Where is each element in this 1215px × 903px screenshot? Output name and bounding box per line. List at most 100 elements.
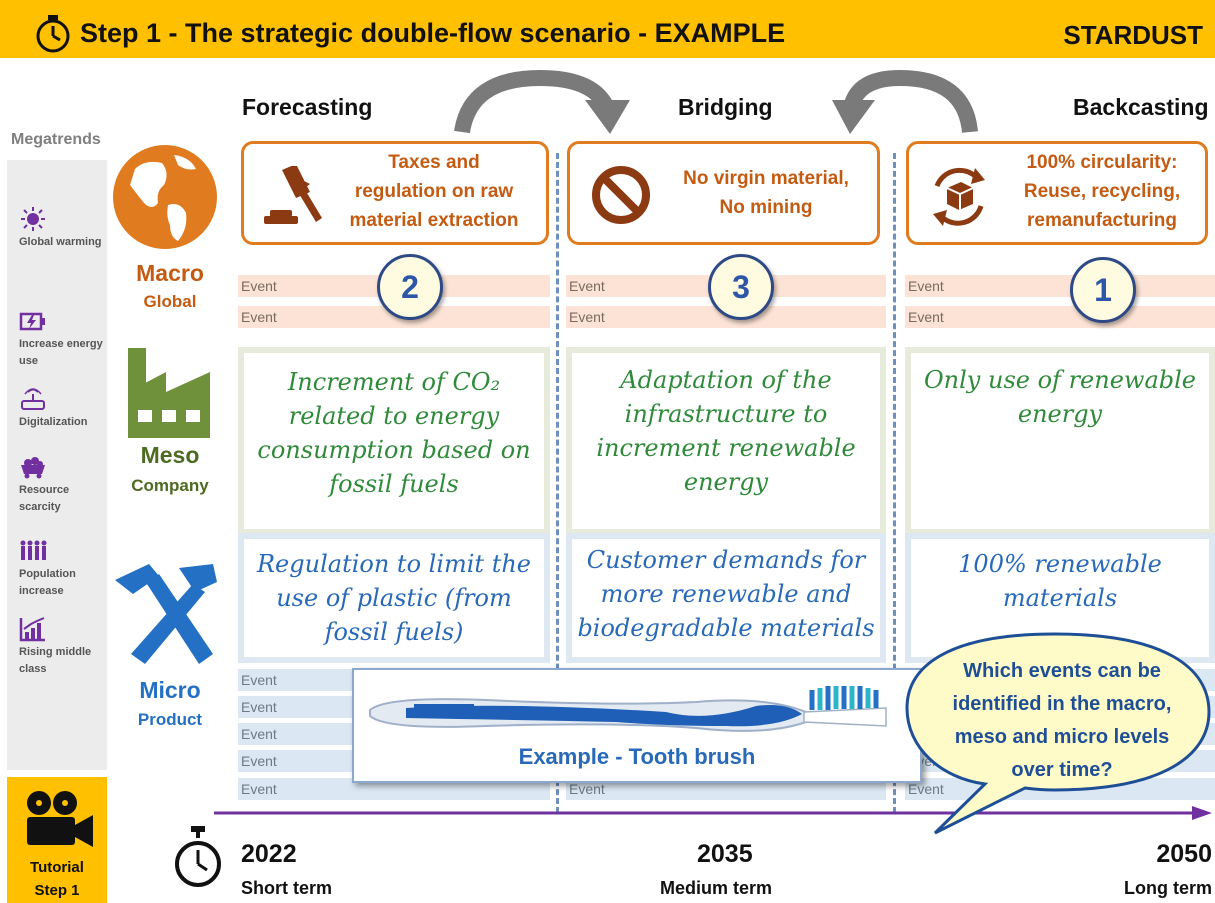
note-line: consumption based on	[257, 436, 531, 464]
scenario-box-bridging: No virgin material, No mining	[567, 141, 880, 245]
note-line: materials	[1002, 584, 1118, 612]
note-line: use of plastic (from	[276, 584, 512, 612]
column-divider	[556, 153, 559, 813]
stopwatch-icon	[175, 826, 221, 887]
megatrend-label: Digitalization	[19, 416, 88, 428]
timeline-term-end: Long term	[1124, 878, 1212, 898]
level-name-meso: Meso	[140, 442, 200, 468]
scenario-text-line: 100% circularity:	[1026, 152, 1178, 173]
speech-bubble	[905, 632, 1211, 835]
scenario-text-line: remanufacturing	[1027, 210, 1177, 231]
column-heading-bridging: Bridging	[678, 94, 773, 120]
example-card: Example - Tooth brush	[352, 668, 922, 783]
megatrend-item: Population increase	[19, 538, 111, 600]
note-line: Only use of renewable	[924, 366, 1196, 394]
megatrend-label: Increase energy use	[19, 338, 103, 367]
megatrends-title: Megatrends	[11, 131, 101, 148]
gavel-icon	[264, 166, 322, 224]
note-line: Adaptation of the	[620, 366, 832, 394]
example-caption: Example - Tooth brush	[518, 744, 756, 769]
scenario-text-line: Reuse, recycling,	[1023, 181, 1181, 202]
curved-arrow-backcast-to-bridge-icon	[832, 70, 978, 134]
level-name-macro: Macro	[136, 260, 204, 286]
bubble-question: Which events can be identified in the ma…	[922, 655, 1202, 787]
scenario-text-line: No mining	[719, 197, 813, 218]
people-icon	[20, 540, 47, 560]
timeline-year-mid: 2035	[697, 840, 753, 868]
prohibited-icon	[592, 166, 650, 224]
note-line: Increment of CO₂	[287, 368, 501, 396]
curved-arrow-forecast-to-bridge-icon	[454, 70, 630, 134]
meso-note-forecasting[interactable]: Increment of CO₂ related to energy consu…	[238, 347, 550, 535]
note-line: more renewable and	[600, 580, 852, 608]
note-line: fossil fuels	[329, 470, 459, 498]
meso-note-backcasting[interactable]: Only use of renewable energy	[905, 347, 1215, 535]
event-row[interactable]: Event	[566, 778, 886, 800]
note-line: increment renewable	[596, 434, 856, 462]
megatrend-label: Population increase	[19, 568, 76, 597]
tutorial-label-line2: Step 1	[34, 882, 80, 899]
note-line: related to energy	[288, 402, 500, 430]
micro-note-forecasting[interactable]: Regulation to limit the use of plastic (…	[238, 533, 550, 663]
stopwatch-icon	[36, 15, 70, 53]
bubble-line: over time?	[1011, 759, 1113, 781]
scenario-box-backcasting: 100% circularity: Reuse, recycling, rema…	[906, 141, 1208, 245]
level-sub-meso: Company	[131, 476, 209, 495]
note-line: energy	[1017, 400, 1103, 428]
event-row[interactable]: Event	[238, 778, 550, 800]
level-sub-macro: Global	[143, 292, 197, 311]
bubble-line: identified in the macro,	[952, 693, 1172, 715]
step-number-badge: 2	[377, 254, 443, 320]
note-line: Regulation to limit the	[256, 550, 532, 578]
timeline-term-mid: Medium term	[660, 878, 773, 898]
timeline-term-start: Short term	[241, 878, 333, 898]
megatrend-label: Rising middle class	[19, 646, 92, 675]
recycle-box-icon	[933, 167, 985, 226]
bubble-line: Which events can be	[963, 660, 1161, 682]
note-line: fossil fuels)	[324, 618, 464, 646]
micro-note-bridging[interactable]: Customer demands for more renewable and …	[566, 533, 886, 663]
note-line: energy	[683, 468, 769, 496]
step-number-badge: 3	[708, 254, 774, 320]
meso-note-bridging[interactable]: Adaptation of the infrastructure to incr…	[566, 347, 886, 535]
timeline-year-end: 2050	[1156, 840, 1212, 868]
globe-icon	[113, 145, 217, 249]
column-heading-forecasting: Forecasting	[242, 94, 373, 120]
megatrend-label: Global warming	[19, 236, 102, 248]
event-row[interactable]: Event	[238, 306, 550, 328]
level-name-micro: Micro	[139, 677, 201, 703]
router-icon	[21, 388, 45, 410]
megatrend-item: Increase energy use	[19, 308, 111, 370]
scenario-text-line: No virgin material,	[683, 168, 849, 189]
page-title: Step 1 - The strategic double-flow scena…	[80, 18, 786, 48]
event-row[interactable]: Event	[905, 275, 1215, 297]
megatrends-panel: Global warming Increase energy use Digit…	[7, 160, 107, 770]
sun-icon	[21, 207, 45, 231]
note-line: Customer demands for	[586, 546, 866, 574]
note-line: infrastructure to	[624, 400, 828, 428]
battery-icon	[19, 312, 45, 331]
movie-camera-icon	[27, 791, 93, 847]
tutorial-button[interactable]: Tutorial Step 1	[7, 777, 107, 903]
event-row[interactable]: Event	[566, 306, 886, 328]
note-line: biodegradable materials	[577, 614, 875, 642]
event-row[interactable]: Event	[905, 306, 1215, 328]
scenario-text-line: Taxes and	[388, 152, 480, 173]
megatrend-label: Resource scarcity	[19, 484, 70, 513]
level-sub-micro: Product	[137, 710, 203, 729]
megatrend-item: Digitalization	[19, 386, 111, 431]
step-number-badge: 1	[1070, 257, 1136, 323]
factory-icon	[128, 348, 210, 438]
timeline-arrow	[214, 806, 1212, 820]
megatrend-item: Rising middle class	[19, 616, 111, 678]
column-divider	[893, 153, 896, 813]
mine-cart-icon	[21, 457, 45, 479]
rising-chart-icon	[19, 617, 45, 642]
timeline-year-start: 2022	[241, 840, 297, 868]
header-bar	[0, 0, 1215, 58]
scenario-text-line: material extraction	[349, 210, 519, 231]
bubble-line: meso and micro levels	[954, 726, 1170, 748]
note-line: 100% renewable	[958, 550, 1162, 578]
tools-icon	[115, 564, 217, 664]
scenario-text-line: regulation on raw	[354, 181, 514, 202]
